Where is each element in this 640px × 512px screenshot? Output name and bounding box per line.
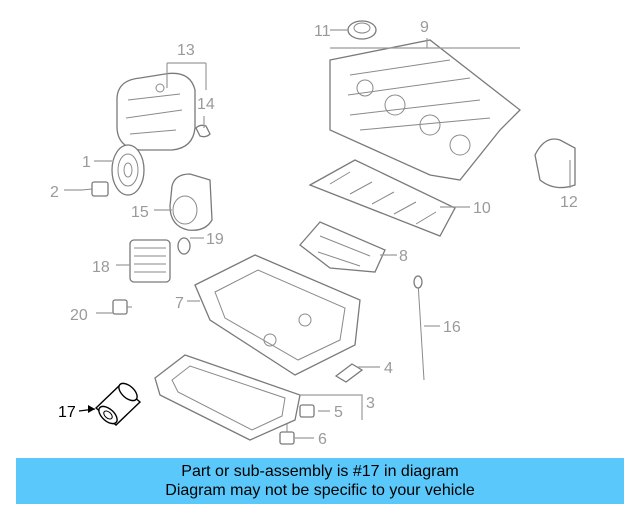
part-18-oil-cooler [129, 239, 171, 283]
callout-9[interactable]: 9 [420, 19, 429, 36]
part-9-valve-cover [329, 39, 521, 181]
callout-5[interactable]: 5 [334, 404, 343, 421]
part-7-upper-oil-pan [194, 254, 361, 376]
callout-6[interactable]: 6 [318, 431, 327, 448]
callout-4[interactable]: 4 [384, 360, 393, 377]
callout-2[interactable]: 2 [50, 184, 59, 201]
part-1-crankshaft-pulley [111, 144, 145, 196]
part-14-clip [195, 124, 211, 138]
callout-17[interactable]: 17 [58, 404, 76, 421]
callout-13[interactable]: 13 [177, 42, 195, 59]
callout-3[interactable]: 3 [366, 395, 375, 412]
part-2-bolt [81, 181, 109, 197]
callout-7[interactable]: 7 [175, 295, 184, 312]
callout-leaders [64, 29, 571, 439]
callout-8[interactable]: 8 [399, 248, 408, 265]
banner-line-part-reference: Part or sub-assembly is #17 in diagram [181, 463, 459, 480]
callout-1[interactable]: 1 [82, 154, 91, 171]
part-20-bolt [112, 299, 132, 315]
part-16-dipstick [413, 275, 425, 381]
callout-12[interactable]: 12 [560, 194, 578, 211]
exploded-parts-diagram: 13 14 1 2 15 18 19 20 7 11 9 12 10 8 16 … [50, 19, 578, 448]
part-8-baffle [299, 221, 386, 273]
part-15-seal-housing [169, 173, 213, 231]
part-4-sensor [334, 363, 364, 383]
banner-line-disclaimer: Diagram may not be specific to your vehi… [165, 482, 475, 499]
part-6-oil-level-sensor [279, 424, 295, 445]
part-10-valve-cover-gasket [308, 159, 456, 237]
part-3-lower-oil-pan [154, 354, 301, 441]
part-19-o-ring [177, 237, 191, 255]
callout-16[interactable]: 16 [443, 319, 461, 336]
part-17-oil-filter[interactable] [94, 380, 142, 427]
callout-20[interactable]: 20 [70, 307, 88, 324]
callout-15[interactable]: 15 [131, 204, 149, 221]
callout-18[interactable]: 18 [92, 259, 110, 276]
part-13-timing-cover [116, 72, 196, 151]
part-12-cover [534, 138, 576, 189]
callout-19[interactable]: 19 [206, 231, 224, 248]
part-11-oil-filler-cap [347, 20, 377, 40]
info-banner: Part or sub-assembly is #17 in diagram D… [16, 458, 624, 504]
part-5-drain-plug [299, 404, 315, 418]
callout-14[interactable]: 14 [197, 96, 215, 113]
callout-10[interactable]: 10 [473, 200, 491, 217]
callout-11[interactable]: 11 [314, 23, 331, 40]
callout-17-arrowhead [88, 405, 95, 413]
